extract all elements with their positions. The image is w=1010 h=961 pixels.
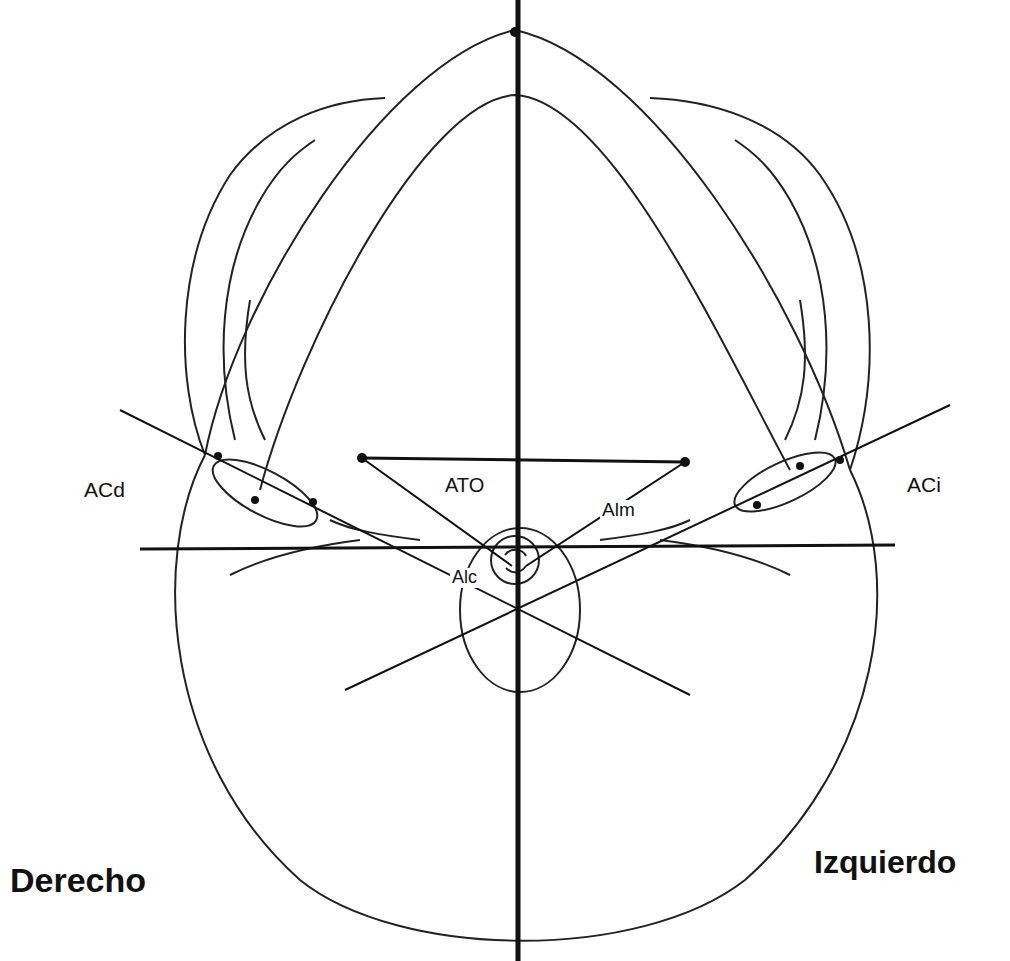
ramus-right — [735, 140, 826, 440]
measure-label: ACd — [82, 478, 127, 501]
point — [214, 452, 222, 460]
point — [357, 453, 367, 463]
ramus-left-inner — [245, 300, 265, 440]
point — [796, 462, 804, 470]
side-label: Izquierdo — [812, 845, 958, 880]
zygoma-right — [650, 98, 870, 470]
measure-label: Alm — [600, 500, 637, 521]
zygoma-left — [185, 98, 385, 455]
point — [753, 501, 761, 509]
ramus-right-inner — [785, 300, 805, 440]
point — [836, 456, 844, 464]
dens — [491, 536, 539, 584]
condyle-axis-right — [120, 410, 690, 695]
measure-label: ACi — [905, 473, 943, 496]
point — [309, 498, 317, 506]
midline — [516, 0, 521, 961]
triangle-side — [526, 462, 685, 566]
measure-label: ATO — [443, 474, 486, 496]
point — [510, 27, 520, 37]
condyle-axis-left — [345, 405, 950, 690]
cranium-outline — [175, 455, 877, 941]
base-curve — [600, 520, 690, 540]
measure-label: Alc — [450, 568, 479, 588]
ramus-left — [224, 140, 315, 440]
transverse-line — [140, 545, 895, 549]
dental-arch — [260, 95, 790, 490]
triangle-side — [362, 458, 512, 566]
point — [251, 496, 259, 504]
base-curve — [230, 540, 360, 575]
side-label: Derecho — [8, 862, 148, 899]
triangle-base — [362, 458, 685, 462]
point — [680, 457, 690, 467]
